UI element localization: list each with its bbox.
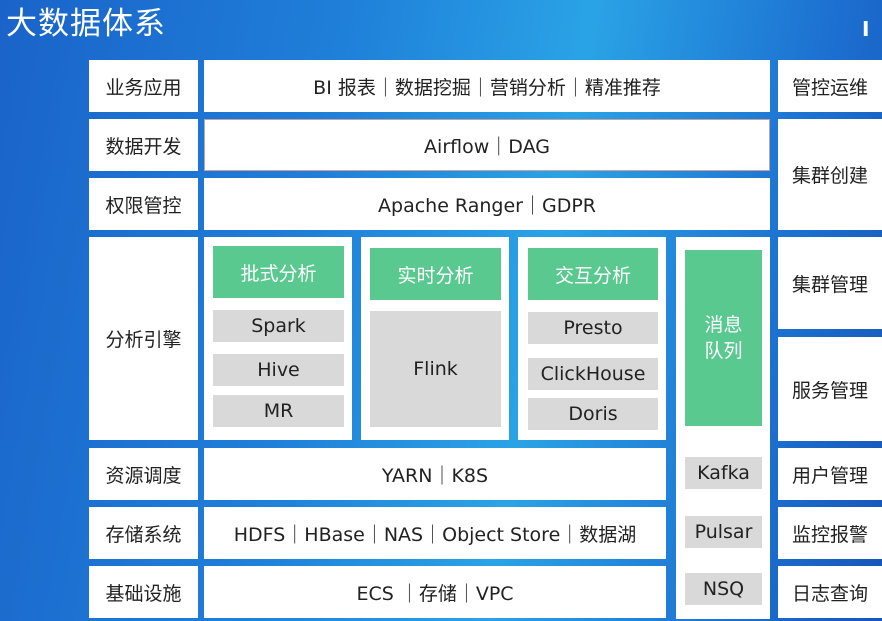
- engine-item-presto: Presto: [528, 312, 658, 344]
- layer-label-engine: 分析引擎: [89, 237, 198, 440]
- message-queue-title-line2: 队列: [704, 340, 743, 362]
- ops-cluster-create: 集群创建: [778, 119, 882, 230]
- engine-item-flink: Flink: [370, 311, 501, 427]
- mq-item-kafka: Kafka: [685, 457, 762, 489]
- layer-label-storage: 存储系统: [89, 507, 198, 559]
- batch-title: 批式分析: [213, 246, 344, 298]
- storage-layer: HDFS｜HBase｜NAS｜Object Store｜数据湖: [204, 507, 666, 559]
- ops-log-query: 日志查询: [778, 566, 882, 618]
- message-queue-title: 消息 队列: [685, 250, 762, 426]
- page-title: 大数据体系: [6, 6, 166, 42]
- realtime-title: 实时分析: [370, 248, 501, 300]
- layer-label-dev: 数据开发: [89, 119, 198, 171]
- dev-layer: Airflow｜DAG: [204, 119, 770, 171]
- ops-user-manage: 用户管理: [778, 448, 882, 500]
- message-queue-title-line1: 消息: [704, 314, 743, 336]
- ops-cluster-manage: 集群管理: [778, 237, 882, 329]
- engine-item-clickhouse: ClickHouse: [528, 358, 658, 390]
- business-layer: BI 报表｜数据挖掘｜营销分析｜精准推荐: [204, 60, 770, 112]
- ops-control: 管控运维: [778, 60, 882, 112]
- engine-item-doris: Doris: [528, 398, 658, 430]
- engine-item-mr: MR: [213, 395, 344, 427]
- engine-item-hive: Hive: [213, 354, 344, 386]
- layer-label-scheduling: 资源调度: [89, 448, 198, 500]
- mq-item-pulsar: Pulsar: [685, 516, 762, 548]
- auth-layer: Apache Ranger｜GDPR: [204, 178, 770, 230]
- ops-service-manage: 服务管理: [778, 337, 882, 441]
- engine-item-spark: Spark: [213, 310, 344, 342]
- scheduling-layer: YARN｜K8S: [204, 448, 666, 500]
- layer-label-business: 业务应用: [89, 60, 198, 112]
- corner-logo-mark: I: [862, 17, 870, 41]
- ops-monitor-alert: 监控报警: [778, 507, 882, 559]
- infra-layer: ECS ｜存储｜VPC: [204, 566, 666, 618]
- layer-label-infra: 基础设施: [89, 566, 198, 618]
- mq-item-nsq: NSQ: [685, 573, 762, 605]
- interactive-title: 交互分析: [528, 248, 658, 300]
- layer-label-auth: 权限管控: [89, 178, 198, 230]
